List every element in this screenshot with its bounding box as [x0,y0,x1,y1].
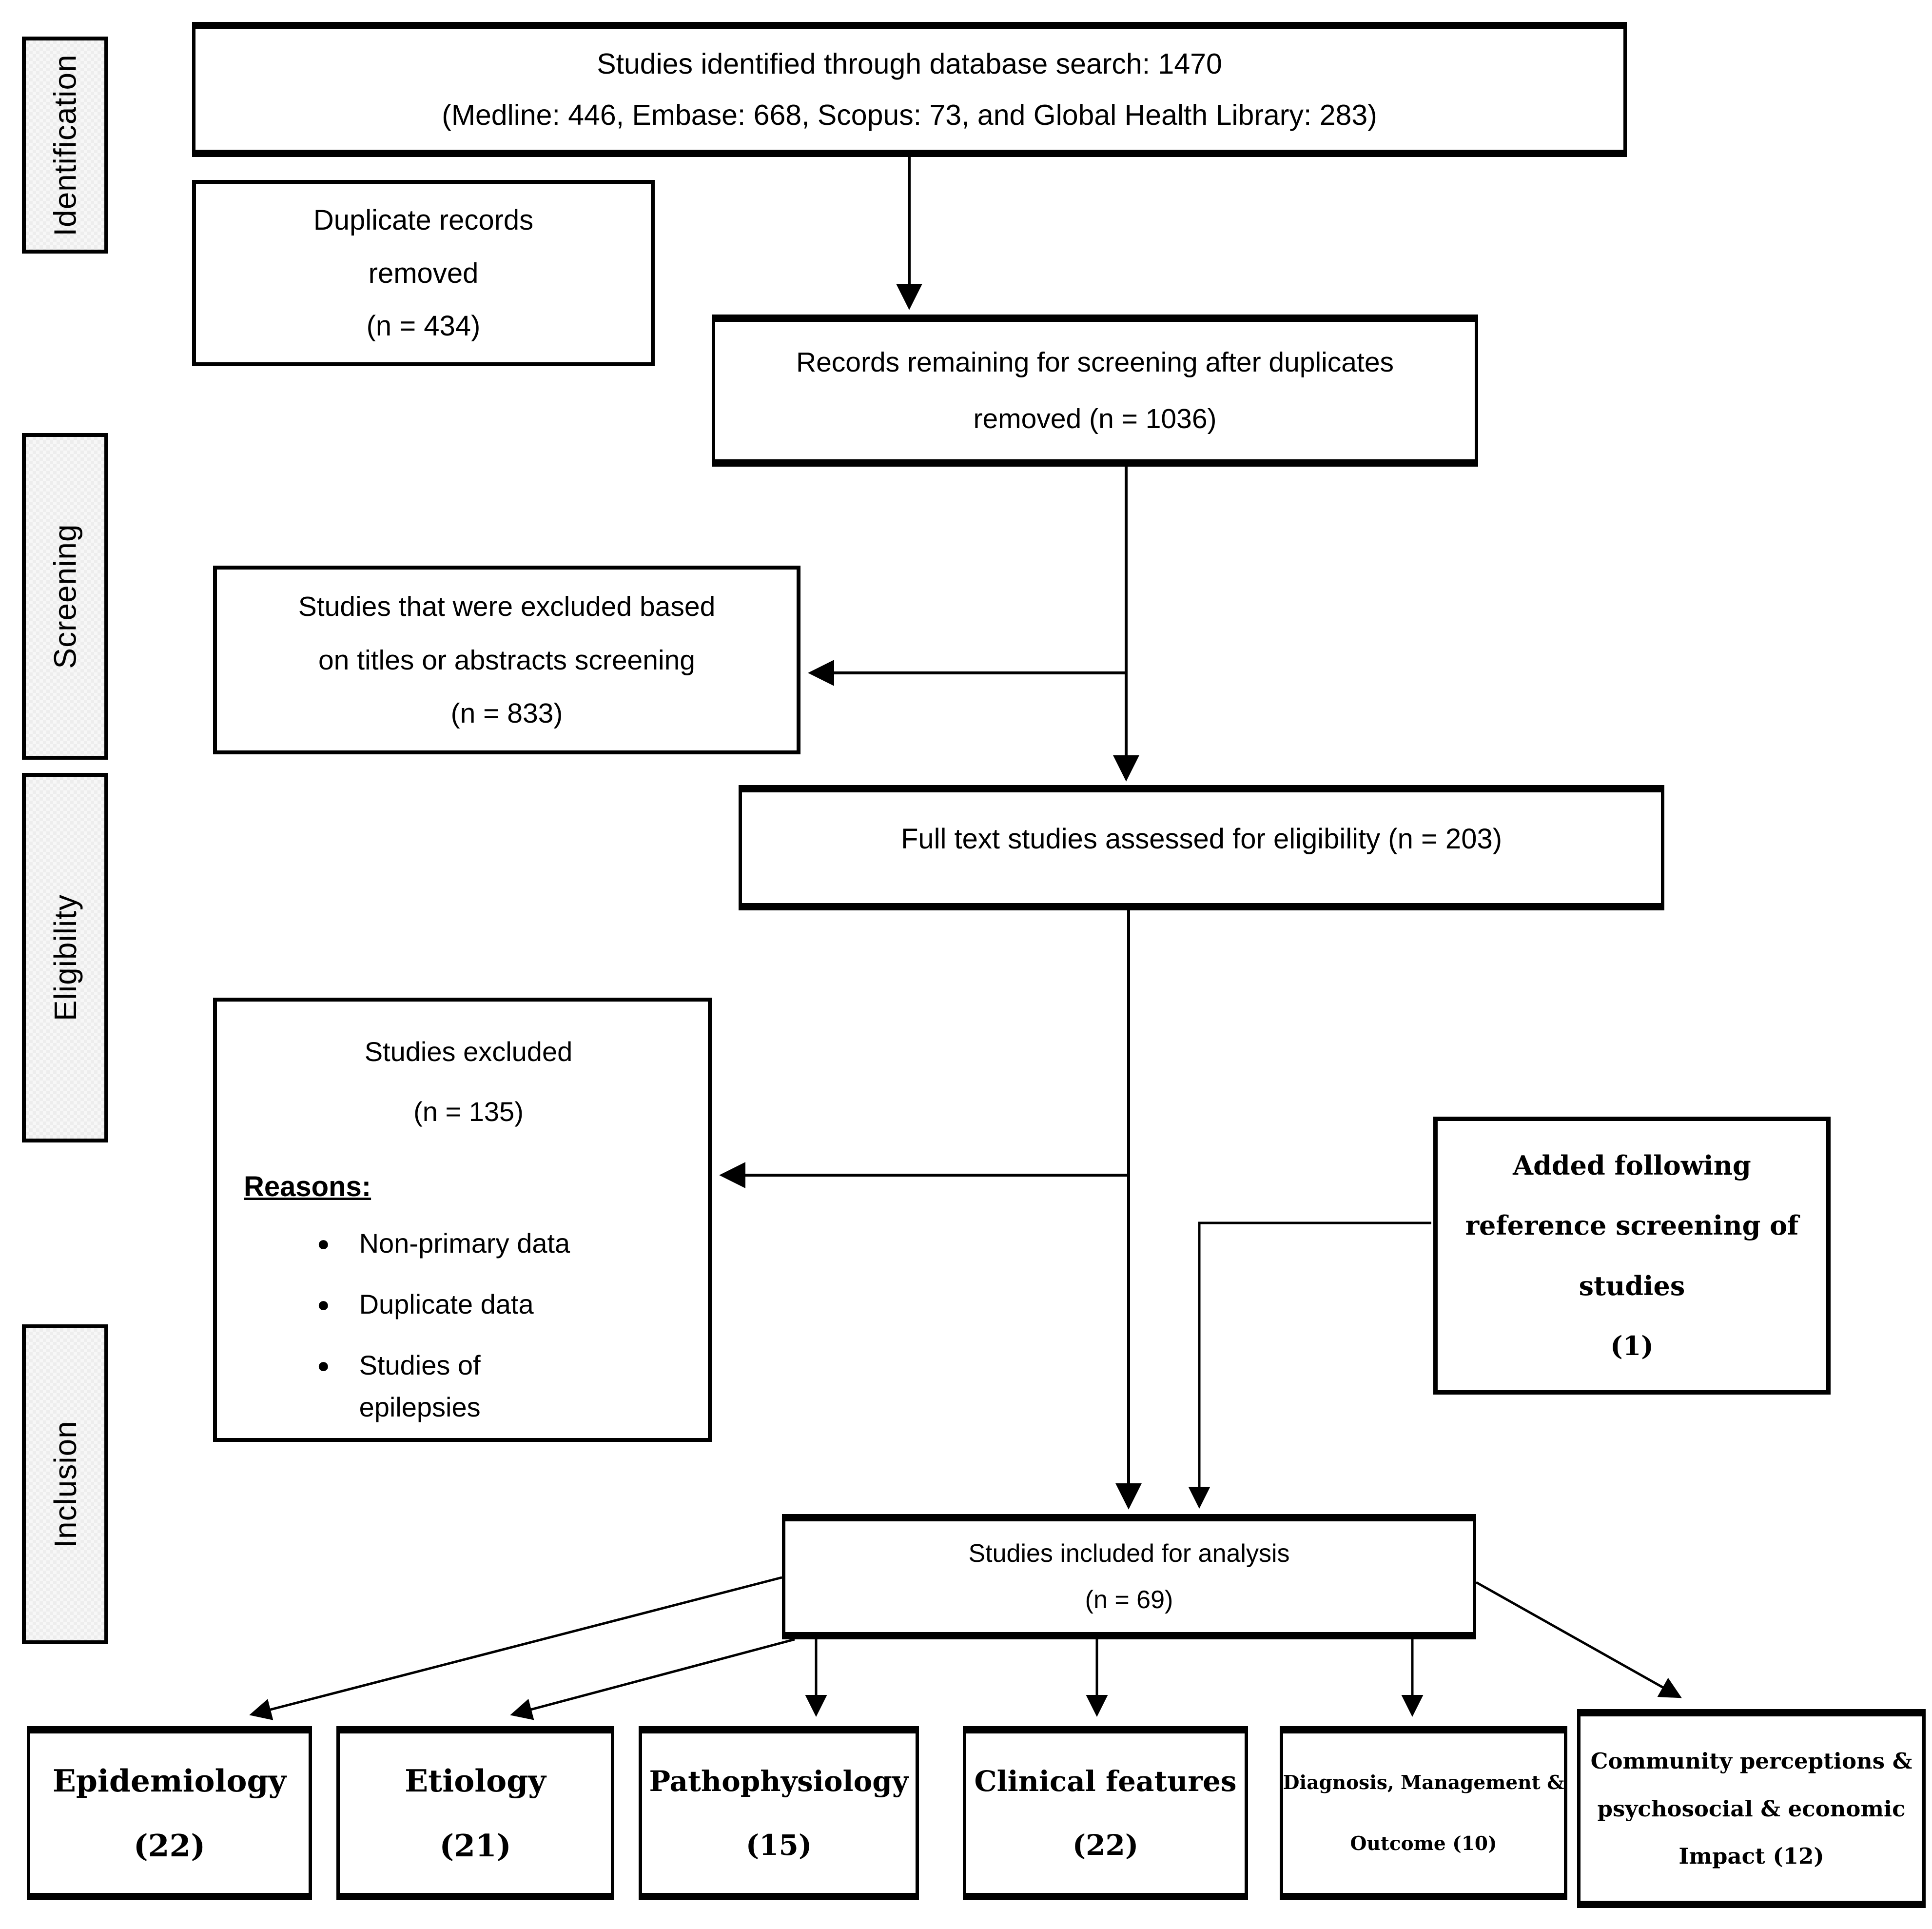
pathophysiology-count: (15) [745,1829,812,1862]
identified-studies-box: Studies identified through database sear… [192,22,1627,157]
clinical-label: Clinical features [974,1764,1237,1798]
diagnosis-label: Diagnosis, Management & [1283,1772,1564,1794]
added-line-2: reference screening of [1465,1210,1799,1241]
bullet-icon: ● [317,1232,330,1256]
added-reference-screening-box: Added following reference screening of s… [1433,1117,1831,1395]
bullet-icon: ● [317,1353,330,1378]
title-excluded-line-2: on titles or abstracts screening [318,644,696,676]
category-clinical-features-box: Clinical features (22) [963,1726,1248,1900]
category-pathophysiology-box: Pathophysiology (15) [639,1726,919,1900]
stage-identification-label: Identification [47,54,83,236]
category-epidemiology-box: Epidemiology (22) [27,1726,312,1900]
stage-screening: Screening [22,433,108,760]
title-abstract-excluded-box: Studies that were excluded based on titl… [213,566,800,754]
arrow-added-to-included [1188,1221,1431,1509]
studies-included-box: Studies included for analysis (n = 69) [782,1514,1476,1639]
reason-item: ● Non-primary data [317,1222,693,1265]
stage-inclusion-label: Inclusion [47,1420,83,1548]
etiology-count: (21) [439,1828,511,1864]
duplicates-line-1: Duplicate records [313,204,534,236]
stage-eligibility-label: Eligibility [47,894,83,1021]
clinical-count: (22) [1072,1829,1139,1862]
stage-inclusion: Inclusion [22,1324,108,1644]
category-community-impact-box: Community perceptions & psychosocial & e… [1577,1709,1926,1908]
fulltext-assessed-box: Full text studies assessed for eligibili… [739,785,1664,910]
reason-excluded-count: (n = 135) [413,1096,524,1127]
category-etiology-box: Etiology (21) [336,1726,614,1900]
pathophysiology-label: Pathophysiology [649,1764,909,1798]
added-line-4: (1) [1610,1330,1654,1361]
title-excluded-line-1: Studies that were excluded based [298,591,716,623]
reason-item: ● Duplicate data [317,1283,693,1326]
included-line-2: (n = 69) [1085,1586,1173,1614]
arrow-included-to-epidemiology [249,1576,782,1720]
remaining-line-1: Records remaining for screening after du… [796,347,1394,378]
identified-line-2: (Medline: 446, Embase: 668, Scopus: 73, … [442,99,1377,131]
reason-3-text: Studies of epilepsies [359,1349,481,1423]
duplicates-line-2: removed [368,257,479,289]
stage-identification: Identification [22,37,108,254]
epidemiology-label: Epidemiology [52,1762,287,1799]
etiology-label: Etiology [405,1762,546,1799]
community-label-2: psychosocial & economic [1597,1795,1906,1822]
included-line-1: Studies included for analysis [968,1539,1290,1568]
category-diagnosis-management-outcome-box: Diagnosis, Management & Outcome (10) [1280,1726,1567,1900]
reason-item: ● Studies of epilepsies [317,1344,693,1429]
added-line-1: Added following [1513,1150,1751,1181]
arrow-included-to-community [1475,1581,1682,1698]
stage-screening-label: Screening [47,524,83,669]
diagnosis-count: Outcome (10) [1350,1832,1497,1855]
records-remaining-box: Records remaining for screening after du… [712,315,1478,467]
reason-1-text: Non-primary data [359,1228,570,1259]
reason-excluded-title: Studies excluded [364,1036,573,1067]
bullet-icon: ● [317,1292,330,1317]
stage-eligibility: Eligibility [22,773,108,1142]
studies-excluded-reasons-box: Studies excluded (n = 135) Reasons: ● No… [213,998,712,1442]
duplicates-removed-box: Duplicate records removed (n = 434) [192,180,655,366]
duplicates-line-3: (n = 434) [366,310,481,342]
identified-line-1: Studies identified through database sear… [597,48,1222,80]
epidemiology-count: (22) [133,1828,206,1864]
title-excluded-line-3: (n = 833) [450,697,563,729]
fulltext-line-1: Full text studies assessed for eligibili… [900,823,1503,855]
community-label-1: Community perceptions & [1590,1748,1912,1774]
arrow-included-to-etiology [510,1638,795,1720]
added-line-3: studies [1579,1270,1685,1301]
remaining-line-2: removed (n = 1036) [973,403,1217,434]
community-count: Impact (12) [1678,1843,1824,1870]
reasons-label: Reasons: [244,1171,371,1202]
reason-2-text: Duplicate data [359,1288,534,1319]
